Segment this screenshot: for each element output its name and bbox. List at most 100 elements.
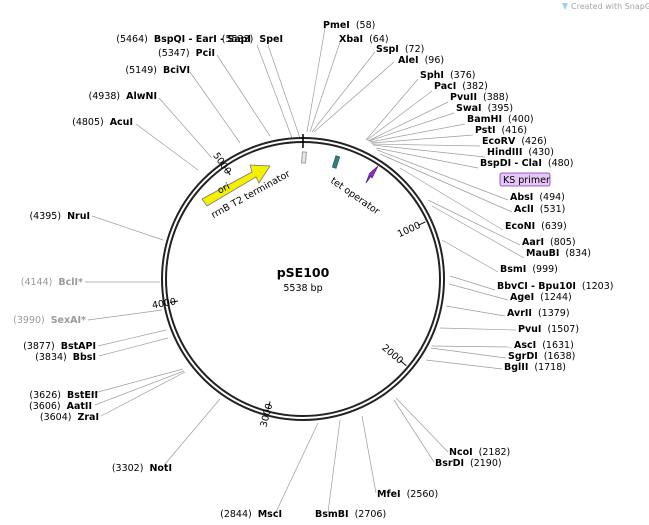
plasmid-name: pSE100 — [277, 265, 330, 280]
site-bstEII-label[interactable]: (3626)BstEII — [29, 390, 98, 401]
site-bglII-label[interactable]: BglII(1718) — [504, 362, 566, 373]
leader-pmeI — [306, 27, 326, 133]
site-bclI-label[interactable]: (4144)BclI* — [21, 277, 83, 288]
leader-sspI — [311, 51, 376, 133]
leader-ecorv — [371, 143, 481, 147]
leader-pstI — [370, 134, 474, 144]
leader-bsmI — [441, 239, 499, 273]
leader-sexai — [87, 309, 163, 321]
leader-bsteII — [86, 368, 184, 396]
site-bbsI-label[interactable]: (3834)BbsI — [35, 352, 96, 363]
site-sspI-label[interactable]: SspI(72) — [376, 44, 424, 55]
site-sexAI-label[interactable]: (3990)SexAI* — [13, 315, 86, 326]
tet-operator-label: tet operator — [328, 175, 381, 217]
site-aatII-label[interactable]: (3606)AatII — [29, 401, 92, 412]
site-bciVI-label[interactable]: (5149)BciVI — [125, 65, 190, 76]
tick-label-2000: 2000 — [379, 343, 405, 367]
leader-bsmbi — [327, 419, 341, 513]
tick-label-4000: 4000 — [151, 296, 177, 311]
leader-sgrdi — [430, 347, 507, 359]
site-ecoNI-label[interactable]: EcoNI(639) — [505, 221, 567, 232]
site-avrII-label[interactable]: AvrII(1379) — [507, 308, 570, 319]
leader-alwnI — [158, 97, 213, 159]
leader-pacI — [366, 90, 433, 141]
site-bsmBI-label[interactable]: BsmBI(2706) — [315, 509, 386, 520]
leader-econI — [399, 167, 504, 231]
site-pmeI-label[interactable]: PmeI(58) — [323, 20, 375, 31]
site-mscI-label[interactable]: (2844)MscI — [220, 509, 282, 520]
site-acuI-label[interactable]: (4805)AcuI — [72, 117, 133, 128]
leader-aclI — [379, 153, 513, 213]
site-pstI-label[interactable]: PstI(416) — [475, 125, 527, 136]
site-ageI-label[interactable]: AgeI(1244) — [510, 292, 572, 303]
site-bamHI-label[interactable]: BamHI(400) — [467, 114, 534, 125]
leader-speI — [267, 44, 301, 139]
leader-bglII — [425, 359, 503, 370]
site-bspqI-ear-sapI-label[interactable]: (5464)BspQI - EarI - SapI — [116, 34, 251, 45]
tick-label-3000: 3000 — [258, 402, 275, 428]
site-bbvCI-bpu10I-label[interactable]: BbvCI - Bpu10I(1203) — [497, 281, 613, 292]
site-absI-label[interactable]: AbsI(494) — [510, 192, 565, 203]
site-aleI-label[interactable]: AleI(96) — [398, 55, 444, 66]
leader-bstapi — [97, 329, 167, 347]
leader-bspqi — [256, 44, 293, 139]
ori-feature-arrow — [201, 164, 271, 207]
site-sphI-label[interactable]: SphI(376) — [420, 70, 476, 81]
site-swaI-label[interactable]: SwaI(395) — [456, 103, 513, 114]
leader-zraI — [100, 371, 186, 417]
site-ncoI-label[interactable]: NcoI(2182) — [449, 447, 510, 458]
site-bstAPI-label[interactable]: (3877)BstAPI — [23, 341, 96, 352]
site-pvuII-label[interactable]: PvuII(388) — [450, 92, 509, 103]
tick-mark-5000 — [225, 168, 231, 176]
site-speI-label[interactable]: (5533)SpeI — [222, 34, 283, 45]
leader-absI — [376, 149, 509, 201]
leader-clai — [375, 147, 479, 169]
leader-sphI — [365, 78, 419, 141]
site-notI-label[interactable]: (3302)NotI — [112, 463, 172, 474]
site-ecoRV-label[interactable]: EcoRV(426) — [482, 136, 547, 147]
site-sgrDI-label[interactable]: SgrDI(1638) — [508, 351, 575, 362]
site-bsrDI-label[interactable]: BsrDI(2190) — [435, 458, 502, 469]
ks-primer-badge[interactable]: KS primer — [499, 172, 551, 187]
site-aclI-label[interactable]: AclI(531) — [514, 204, 565, 215]
site-bspDI-claI-label[interactable]: BspDI - ClaI(480) — [480, 158, 573, 169]
leader-aarI — [427, 199, 521, 246]
site-pvuI-label[interactable]: PvuI(1507) — [518, 324, 579, 335]
leader-ascI — [431, 345, 513, 348]
leader-bbsI — [98, 337, 169, 357]
leader-pvuII — [367, 101, 449, 142]
leader-ncoI — [395, 397, 449, 453]
leader-lines — [85, 27, 525, 513]
leader-bamhi — [369, 123, 466, 143]
leader-mfeI — [361, 415, 377, 494]
site-pacI-label[interactable]: PacI(382) — [434, 81, 488, 92]
leader-pciI — [216, 54, 271, 137]
site-hindIII-label[interactable]: HindIII(430) — [487, 147, 554, 158]
leader-xbaI — [309, 41, 341, 133]
leader-avrII — [445, 305, 506, 317]
leader-maubI — [431, 205, 525, 259]
site-xbaI-label[interactable]: XbaI(64) — [339, 34, 389, 45]
leader-bsrdi — [393, 399, 435, 463]
leader-bbvci — [449, 275, 496, 291]
site-mfeI-label[interactable]: MfeI(2560) — [377, 489, 438, 500]
leader-bciVI — [189, 71, 241, 144]
site-aarI-label[interactable]: AarI(805) — [522, 237, 576, 248]
tick-mark-1000 — [417, 221, 426, 226]
site-pciI-label[interactable]: (5347)PciI — [158, 48, 215, 59]
site-mauBI-label[interactable]: MauBI(834) — [526, 248, 591, 259]
leader-nruI — [91, 215, 164, 241]
snapgene-credit: Created with SnapGene® — [562, 2, 649, 11]
site-zraI-label[interactable]: (3604)ZraI — [40, 412, 99, 423]
snapgene-logo-icon — [562, 3, 568, 10]
site-alwnI-label[interactable]: (4938)AlwNI — [89, 91, 157, 102]
leader-acuI — [135, 123, 199, 171]
site-bsmI-label[interactable]: BsmI(999) — [500, 264, 558, 275]
tick-mark-4000 — [169, 300, 179, 303]
site-labels: (5533)SpeI (5464)BspQI - EarI - SapI (53… — [13, 20, 613, 520]
center-label: pSE100 5538 bp — [277, 265, 330, 294]
tet-operator-feature — [331, 155, 341, 169]
site-nruI-label[interactable]: (4395)NruI — [29, 211, 90, 222]
site-ascI-label[interactable]: AscI(1631) — [514, 340, 574, 351]
